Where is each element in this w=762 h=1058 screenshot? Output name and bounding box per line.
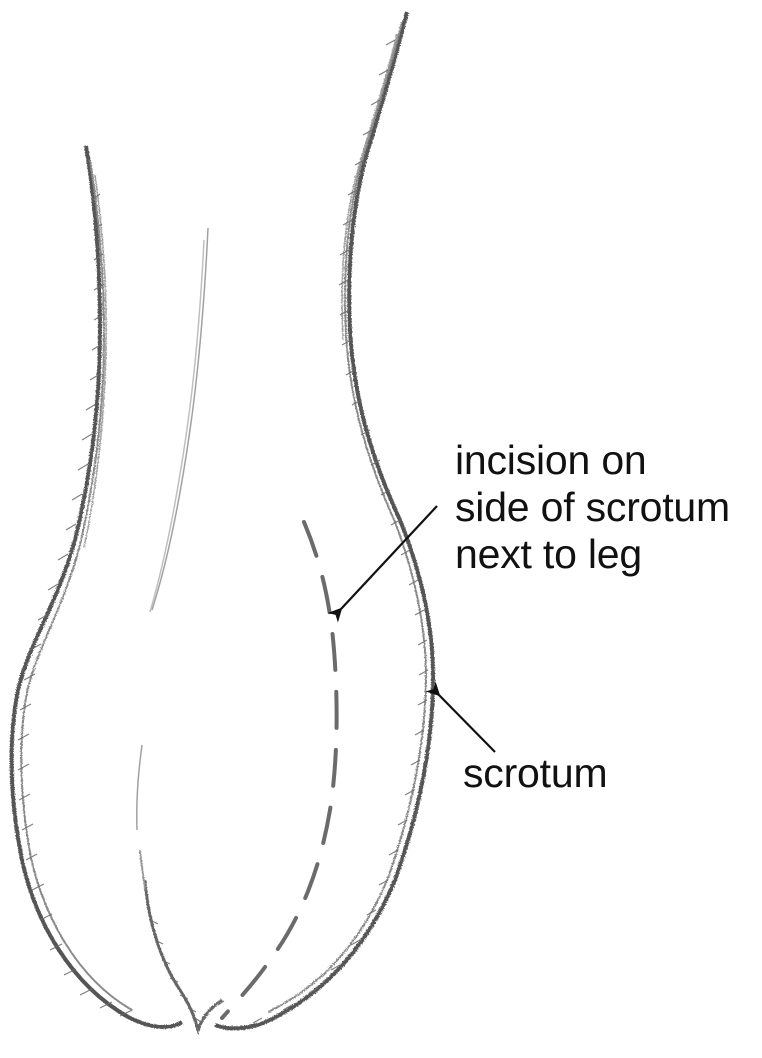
incision-label-line-2: side of scrotum	[455, 484, 730, 531]
incision-label-line-3: next to leg	[455, 531, 730, 578]
inner-contours	[137, 228, 208, 830]
scrotum-arrow	[439, 695, 495, 752]
scrotum-label: scrotum	[463, 750, 607, 797]
incision-label: incision on side of scrotum next to leg	[455, 437, 730, 578]
right-outline	[215, 12, 433, 1028]
hatching	[18, 40, 428, 1023]
incision-line	[222, 522, 337, 1018]
incision-label-line-1: incision on	[455, 437, 730, 484]
bottom-cleft	[140, 850, 222, 1030]
